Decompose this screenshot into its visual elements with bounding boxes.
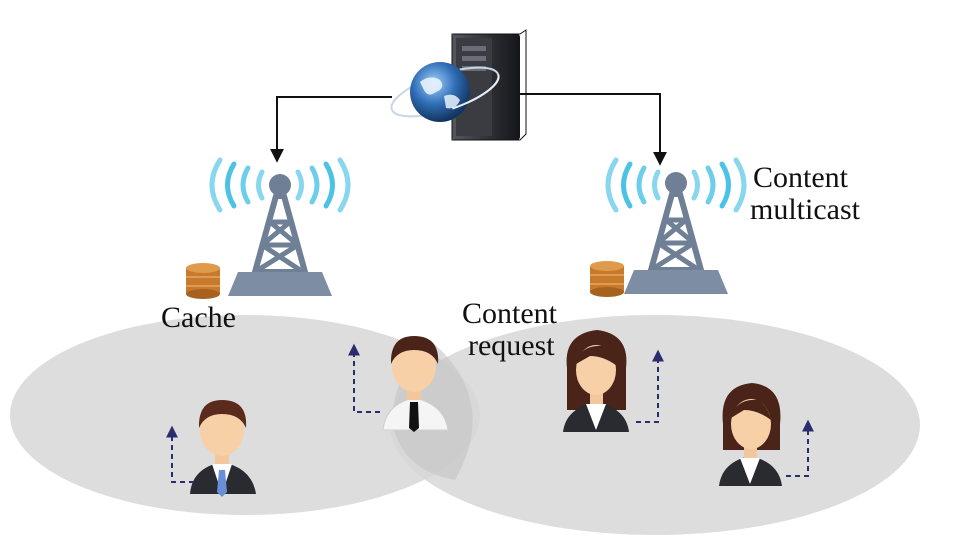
- right-base-station-tower-icon: [605, 157, 747, 294]
- user-3-request-arrow: [636, 349, 664, 423]
- content-request-label-line1: Content: [462, 297, 557, 330]
- server-to-right-tower-arrow: [518, 93, 667, 166]
- globe-icon: [390, 62, 500, 122]
- content-multicast-label-line1: Content: [753, 161, 848, 194]
- server-icon: [451, 29, 527, 141]
- server-to-left-tower-arrow: [270, 96, 392, 163]
- user-1-request-arrow: [166, 425, 194, 483]
- user-female-icon-1: [563, 330, 629, 432]
- right-signal-waves: [605, 157, 747, 213]
- user-male-icon-2: [382, 336, 449, 432]
- content-request-label-line2: request: [468, 329, 555, 362]
- left-base-station-tower-icon: [209, 157, 351, 296]
- user-male-icon-1: [190, 400, 256, 497]
- cache-label: Cache: [161, 301, 236, 334]
- user-4-request-arrow: [786, 419, 814, 477]
- right-cache-database-icon: [590, 261, 624, 297]
- right-cell-coverage: [390, 315, 920, 535]
- content-multicast-label-line2: multicast: [750, 193, 860, 226]
- left-signal-waves: [209, 157, 351, 213]
- user-female-icon-2: [719, 383, 782, 486]
- left-cache-database-icon: [186, 263, 220, 299]
